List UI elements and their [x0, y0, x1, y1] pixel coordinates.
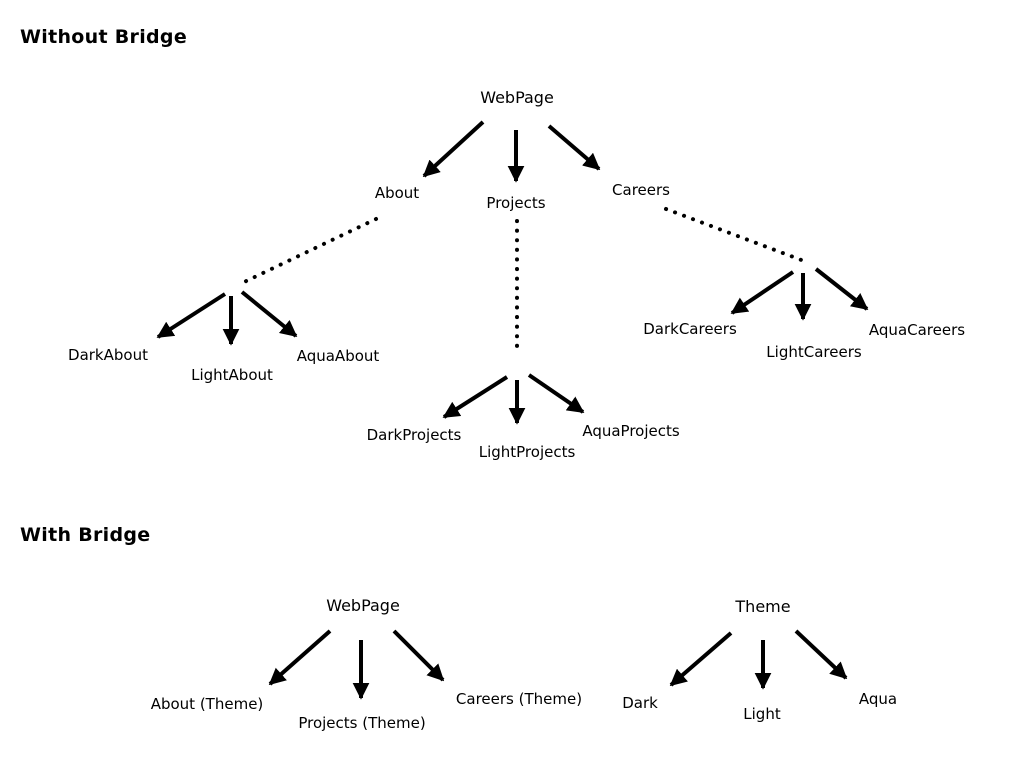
node-aquaprojects: AquaProjects [582, 422, 680, 440]
node-darkcareers: DarkCareers [643, 320, 737, 338]
arrow-careers-to-aquacareers [814, 267, 869, 311]
node-about: About [374, 184, 420, 202]
arrow-about-to-darkabout [156, 292, 227, 339]
node-aquacareers: AquaCareers [868, 321, 966, 339]
arrow-webpage-to-careers [547, 124, 601, 171]
node-lightcareers: LightCareers [766, 343, 862, 361]
arrow-webpage2-to-about-theme [268, 629, 332, 686]
node-light: Light [743, 705, 781, 723]
arrow-about-to-aquaabout [240, 290, 298, 338]
dotted-link-careers-variants [664, 207, 806, 263]
node-dark: Dark [622, 694, 658, 712]
arrow-theme-to-aqua [794, 629, 848, 680]
node-careers-theme: Careers (Theme) [455, 690, 583, 708]
node-webpage: WebPage [480, 88, 554, 107]
node-careers: Careers [612, 181, 670, 199]
node-projects-theme: Projects (Theme) [298, 714, 426, 732]
arrow-theme-to-dark [669, 631, 733, 687]
node-darkabout: DarkAbout [68, 346, 148, 364]
arrow-projects-to-darkprojects [442, 375, 509, 419]
node-aqua: Aqua [858, 690, 898, 708]
node-aquaabout: AquaAbout [296, 347, 380, 365]
node-about-theme: About (Theme) [150, 695, 264, 713]
node-theme: Theme [735, 597, 791, 616]
node-lightprojects: LightProjects [478, 443, 576, 461]
node-darkprojects: DarkProjects [366, 426, 462, 444]
arrow-webpage-to-about [422, 120, 485, 178]
arrow-projects-to-aquaprojects [527, 373, 585, 414]
arrow-webpage2-to-careers-theme [392, 629, 445, 682]
dotted-link-about-variants [238, 217, 378, 286]
section-title-with-bridge: With Bridge [20, 524, 151, 546]
node-lightabout: LightAbout [191, 366, 273, 384]
arrow-careers-to-darkcareers [730, 270, 795, 315]
section-title-without-bridge: Without Bridge [20, 26, 188, 48]
node-webpage-bridge: WebPage [326, 596, 400, 615]
node-projects: Projects [486, 194, 546, 212]
